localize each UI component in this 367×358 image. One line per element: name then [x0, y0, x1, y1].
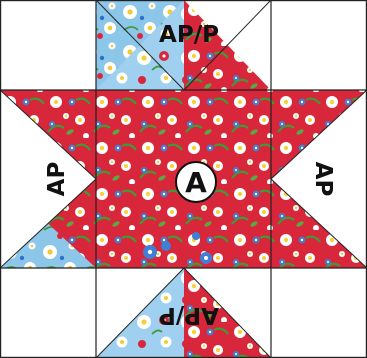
bottom-label: AP/P: [159, 302, 219, 328]
right-label: AP: [310, 162, 336, 197]
center-label: A: [185, 166, 207, 199]
top-label: AP/P: [159, 22, 219, 48]
left-label: AP: [44, 162, 70, 197]
